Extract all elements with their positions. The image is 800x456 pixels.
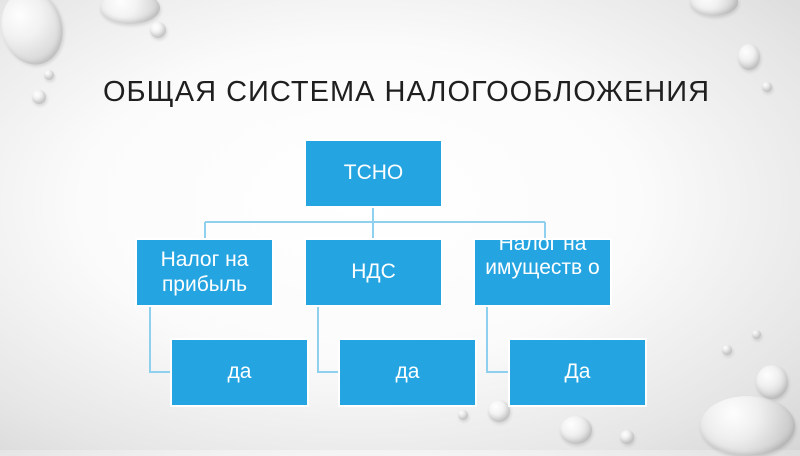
water-drop [722, 345, 732, 355]
water-drop [488, 400, 510, 422]
connector-answer-right [486, 307, 508, 373]
slide-title: ОБЩАЯ СИСТЕМА НАЛОГООБЛОЖЕНИЯ [103, 76, 711, 108]
connector-answer-middle [317, 307, 338, 373]
answer-box-vat: да [338, 338, 477, 407]
water-drop [150, 22, 166, 38]
water-drop [762, 82, 772, 92]
root-box: ТСНО [304, 139, 443, 208]
water-drop [700, 396, 795, 456]
answer-box-profit: да [170, 338, 309, 407]
tax-label: Налог на прибыль [160, 248, 249, 296]
water-drop [458, 410, 468, 420]
tax-label: Налог на имуществ о [485, 238, 600, 280]
water-drop [756, 365, 788, 399]
water-drop [620, 430, 634, 444]
tax-box-profit: Налог на прибыль [135, 238, 274, 307]
water-drop [738, 44, 760, 70]
tax-box-vat: НДС [304, 238, 443, 307]
water-drop [560, 416, 592, 444]
answer-label: Да [564, 360, 591, 384]
answer-label: да [227, 360, 252, 384]
root-label: ТСНО [343, 161, 404, 185]
tax-label: НДС [351, 260, 396, 284]
answer-box-property: Да [508, 338, 647, 407]
connector-answer-left [149, 307, 170, 373]
water-drop [32, 90, 46, 104]
answer-label: да [395, 360, 420, 384]
water-drop [690, 0, 738, 16]
tax-box-property: Налог на имуществ о [473, 238, 612, 307]
water-drop [44, 70, 54, 80]
water-drop [752, 330, 761, 339]
